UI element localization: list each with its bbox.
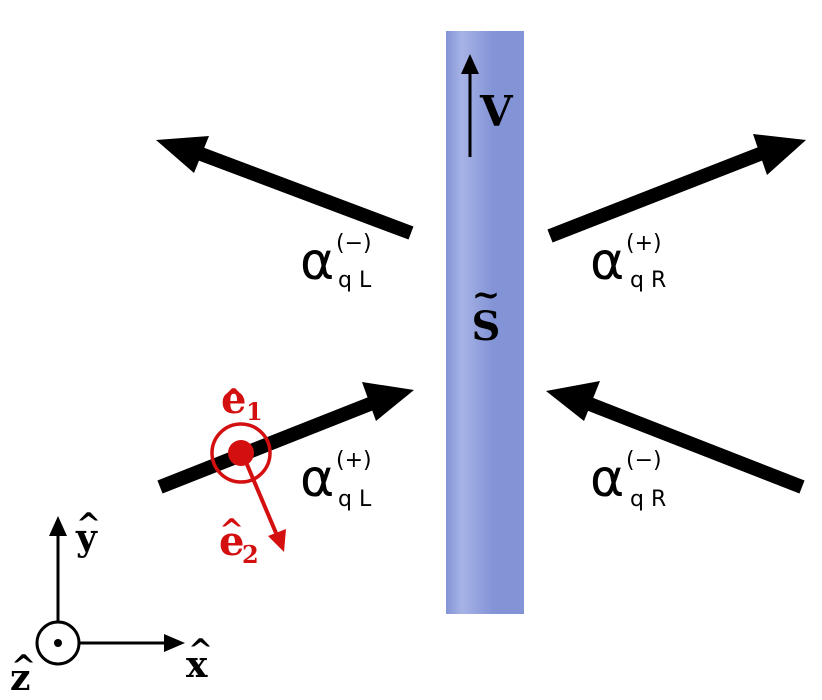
axis-x — [80, 634, 185, 652]
svg-text:^: ^ — [221, 383, 246, 418]
svg-text:q R: q R — [630, 268, 666, 293]
svg-text:^: ^ — [76, 507, 101, 542]
svg-text:(+): (+) — [336, 448, 372, 473]
svg-text:z: z — [10, 657, 30, 699]
velocity-arrow — [461, 54, 479, 157]
wave-arrow-upper-right — [547, 134, 806, 243]
svg-text:x: x — [186, 644, 208, 686]
slab-label-tilde: ~ — [472, 275, 501, 315]
axis-z-label: ^ z — [10, 649, 36, 699]
wave-arrow-upper-left — [156, 136, 414, 240]
svg-text:α: α — [590, 232, 624, 292]
polarization-e2-arrow — [241, 454, 286, 552]
mode-label-lower-right: α (−) q R — [590, 448, 666, 512]
svg-text:e: e — [221, 376, 246, 423]
velocity-label: V — [479, 87, 514, 136]
slab-label: S — [472, 303, 501, 350]
svg-text:^: ^ — [11, 649, 36, 684]
svg-text:(−): (−) — [336, 231, 372, 256]
axis-y — [49, 516, 67, 621]
wave-arrow-lower-right — [546, 381, 805, 494]
svg-text:q L: q L — [338, 487, 372, 512]
svg-text:α: α — [300, 449, 334, 509]
axis-x-label: ^ x — [186, 633, 213, 686]
polarization-e1-symbol — [210, 422, 272, 484]
polarization-e2-label: ^ e 2 — [219, 513, 259, 569]
mode-label-lower-left: α (+) q L — [300, 448, 372, 512]
axis-y-label: ^ y — [75, 507, 101, 559]
svg-text:α: α — [300, 232, 334, 292]
svg-text:(−): (−) — [626, 448, 662, 473]
polarization-e1-label: ^ e 1 — [221, 376, 263, 426]
mode-label-upper-right: α (+) q R — [590, 231, 666, 293]
svg-text:y: y — [75, 517, 98, 559]
slab — [446, 31, 524, 614]
svg-text:2: 2 — [242, 540, 259, 569]
mode-label-upper-left: α (−) q L — [300, 231, 372, 293]
svg-text:α: α — [590, 449, 624, 509]
axis-z-out-of-page-icon — [35, 620, 81, 666]
svg-text:(+): (+) — [626, 231, 662, 256]
svg-text:e: e — [219, 518, 244, 565]
svg-text:q R: q R — [630, 487, 666, 512]
svg-text:q L: q L — [338, 268, 372, 293]
svg-text:^: ^ — [219, 513, 244, 548]
wave-arrow-lower-left — [157, 382, 414, 494]
svg-text:^: ^ — [188, 633, 213, 668]
svg-text:1: 1 — [246, 397, 263, 426]
